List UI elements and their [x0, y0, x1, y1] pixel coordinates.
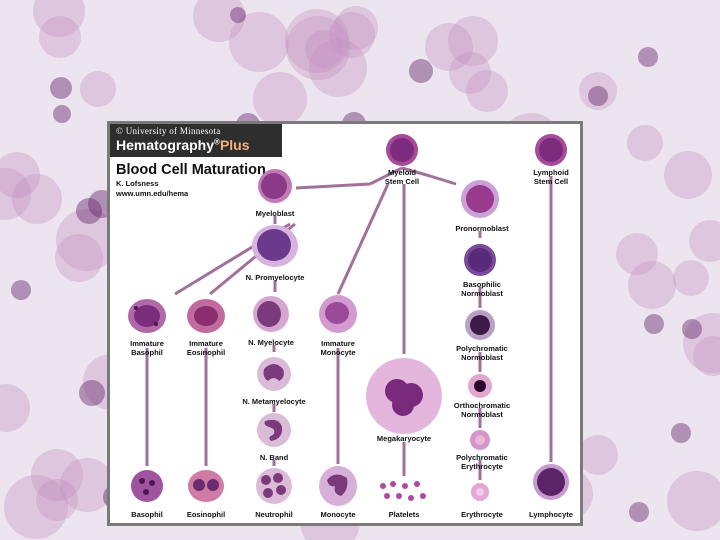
background-cell-nucleus — [50, 77, 72, 99]
basophil-label: Basophil — [131, 510, 163, 519]
myelocyte-image — [251, 294, 291, 334]
background-cell — [0, 384, 30, 432]
monocyte-image — [317, 464, 359, 508]
background-cell — [253, 72, 307, 126]
background-cell — [425, 23, 473, 71]
basophil-image — [128, 467, 166, 505]
immature-eosinophil-label: Immature Eosinophil — [187, 339, 225, 357]
background-cell-nucleus — [638, 47, 658, 67]
polychromatic-erythrocyte-image — [468, 428, 492, 452]
lymphoid-stem-cell-label: Lymphoid Stem Cell — [533, 168, 569, 186]
hematography-plus-logo: © University of Minnesota Hematography®P… — [110, 124, 282, 157]
erythrocyte-image — [469, 481, 491, 503]
megakaryocyte-label: Megakaryocyte — [377, 434, 431, 443]
background-cell-nucleus — [409, 59, 433, 83]
background-cell-nucleus — [644, 314, 664, 334]
lymphoid-stem-cell-image — [533, 132, 569, 168]
copyright-text: © University of Minnesota — [116, 126, 221, 136]
metamyelocyte-label: N. Metamyelocyte — [242, 397, 305, 406]
myeloid-stem-cell-label: Myeloid Stem Cell — [385, 168, 419, 186]
polychromatic-normoblast-label: Polychromatic Normoblast — [456, 344, 508, 362]
neutrophil-image — [254, 466, 294, 506]
immature-eosinophil-image — [185, 296, 227, 336]
background-cell-nucleus — [230, 7, 246, 23]
myeloblast-image — [256, 167, 294, 205]
background-cell-nucleus — [682, 319, 702, 339]
polychromatic-erythrocyte-label: Polychromatic Erythrocyte — [456, 453, 508, 471]
pronormoblast-label: Pronormoblast — [455, 224, 508, 233]
chart-title: Blood Cell Maturation — [116, 162, 266, 178]
promyelocyte-label: N. Promyelocyte — [246, 273, 305, 282]
brand-name: Hematography®Plus — [116, 137, 250, 153]
polychromatic-normoblast-image — [463, 308, 497, 342]
background-cell — [673, 260, 709, 296]
background-cell — [628, 261, 676, 309]
background-cell — [285, 9, 349, 73]
megakaryocyte-image — [363, 355, 445, 437]
myeloid-stem-cell-image — [384, 132, 420, 168]
eosinophil-label: Eosinophil — [187, 510, 225, 519]
background-cell-nucleus — [79, 380, 105, 406]
lymphocyte-image — [531, 462, 571, 502]
platelets-label: Platelets — [389, 510, 420, 519]
band-label: N. Band — [260, 453, 288, 462]
monocyte-label: Monocyte — [320, 510, 355, 519]
background-cell — [466, 70, 508, 112]
immature-monocyte-label: Immature Monocyte — [320, 339, 355, 357]
immature-basophil-label: Immature Basophil — [130, 339, 164, 357]
background-cell — [578, 435, 618, 475]
background-cell — [12, 174, 62, 224]
blood-cell-maturation-chart: © University of Minnesota Hematography®P… — [107, 121, 583, 526]
basophilic-normoblast-image — [462, 242, 498, 278]
promyelocyte-image — [250, 223, 300, 269]
background-cell — [689, 220, 720, 262]
author: K. Lofsness — [116, 179, 159, 188]
lymphocyte-label: Lymphocyte — [529, 510, 573, 519]
background-cell-nucleus — [671, 423, 691, 443]
platelets-image — [377, 478, 431, 506]
connector-line — [338, 184, 388, 294]
erythrocyte-label: Erythrocyte — [461, 510, 503, 519]
immature-basophil-image — [126, 296, 168, 336]
background-cell-nucleus — [629, 502, 649, 522]
immature-monocyte-image — [317, 293, 359, 335]
background-cell-nucleus — [588, 86, 608, 106]
background-cell — [627, 125, 663, 161]
eosinophil-image — [186, 467, 226, 505]
background-cell — [39, 16, 81, 58]
orthochromatic-normoblast-label: Orthochromatic Normoblast — [454, 401, 510, 419]
background-cell-nucleus — [11, 280, 31, 300]
orthochromatic-normoblast-image — [466, 372, 494, 400]
metamyelocyte-image — [255, 355, 293, 393]
myelocyte-label: N. Myelocyte — [248, 338, 294, 347]
website-url: www.umn.edu/hema — [116, 189, 188, 198]
myeloblast-label: Myeloblast — [256, 209, 295, 218]
background-cell-nucleus — [53, 105, 71, 123]
connector-line — [430, 176, 456, 184]
background-cell — [667, 471, 720, 531]
basophilic-normoblast-label: Basophilic Normoblast — [461, 280, 503, 298]
pronormoblast-image — [459, 178, 501, 220]
neutrophil-label: Neutrophil — [255, 510, 293, 519]
background-cell — [80, 71, 116, 107]
band-image — [255, 411, 293, 449]
background-cell — [55, 234, 103, 282]
background-cell — [664, 151, 712, 199]
connector-line — [296, 184, 370, 188]
